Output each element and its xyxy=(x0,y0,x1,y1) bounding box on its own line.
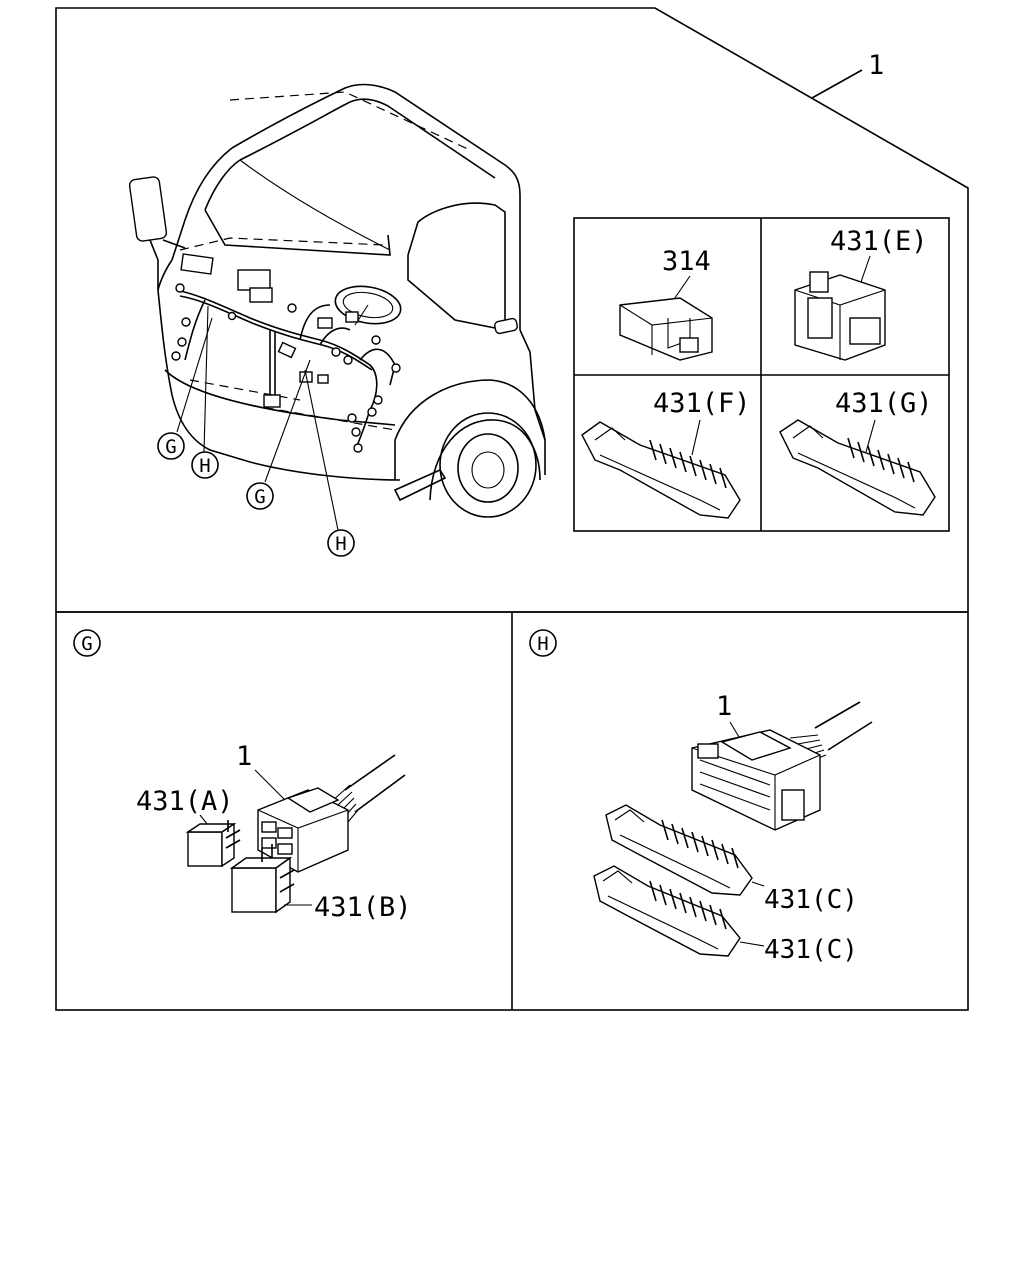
part-431G-label: 431(G) xyxy=(835,388,933,419)
truck-cab-illustration xyxy=(128,83,546,531)
part-431B-label: 431(B) xyxy=(314,892,412,923)
detail-G-harness-label: 1 xyxy=(236,741,252,772)
parts-grid xyxy=(573,217,950,532)
part-431E-label: 431(E) xyxy=(830,226,928,257)
detail-H-harness-label: 1 xyxy=(716,691,732,722)
detail-H-panel: H 1 431(C) xyxy=(529,629,873,965)
part-431A-label: 431(A) xyxy=(136,786,234,817)
part-431C-2-terminal-strip xyxy=(593,865,741,957)
part-431F-label: 431(F) xyxy=(653,388,751,419)
part-431F-terminal-strip xyxy=(581,421,741,519)
part-431B-relay xyxy=(231,867,277,913)
assembly-leader-line xyxy=(811,69,863,99)
part-314-cell: 314 xyxy=(619,246,713,361)
callout-G-1: G xyxy=(157,432,185,460)
callout-G-2-letter: G xyxy=(254,486,265,508)
outer-frame xyxy=(55,7,969,1011)
part-431C-1-label: 431(C) xyxy=(764,885,858,915)
part-431G-cell: 431(G) xyxy=(779,388,936,516)
part-431F-cell: 431(F) xyxy=(581,388,751,519)
part-431E-cell: 431(E) xyxy=(794,226,928,361)
detail-G-title: G xyxy=(81,633,92,655)
callout-G-1-letter: G xyxy=(165,436,176,458)
part-431C-2-label: 431(C) xyxy=(764,935,858,965)
part-431A-relay xyxy=(187,831,223,867)
detail-G-panel: G 1 431(A) 431(B) xyxy=(73,629,412,923)
callout-H-1: H xyxy=(191,451,219,479)
part-314-label: 314 xyxy=(662,246,711,277)
callout-H-2-letter: H xyxy=(335,533,346,555)
part-431G-terminal-strip xyxy=(779,419,936,516)
callout-H-1-letter: H xyxy=(199,455,210,477)
assembly-label: 1 xyxy=(868,50,884,81)
detail-H-title: H xyxy=(537,633,548,655)
callout-H-2: H xyxy=(327,529,355,557)
part-431C-1-terminal-strip xyxy=(605,804,753,896)
callout-G-2: G xyxy=(246,482,274,510)
